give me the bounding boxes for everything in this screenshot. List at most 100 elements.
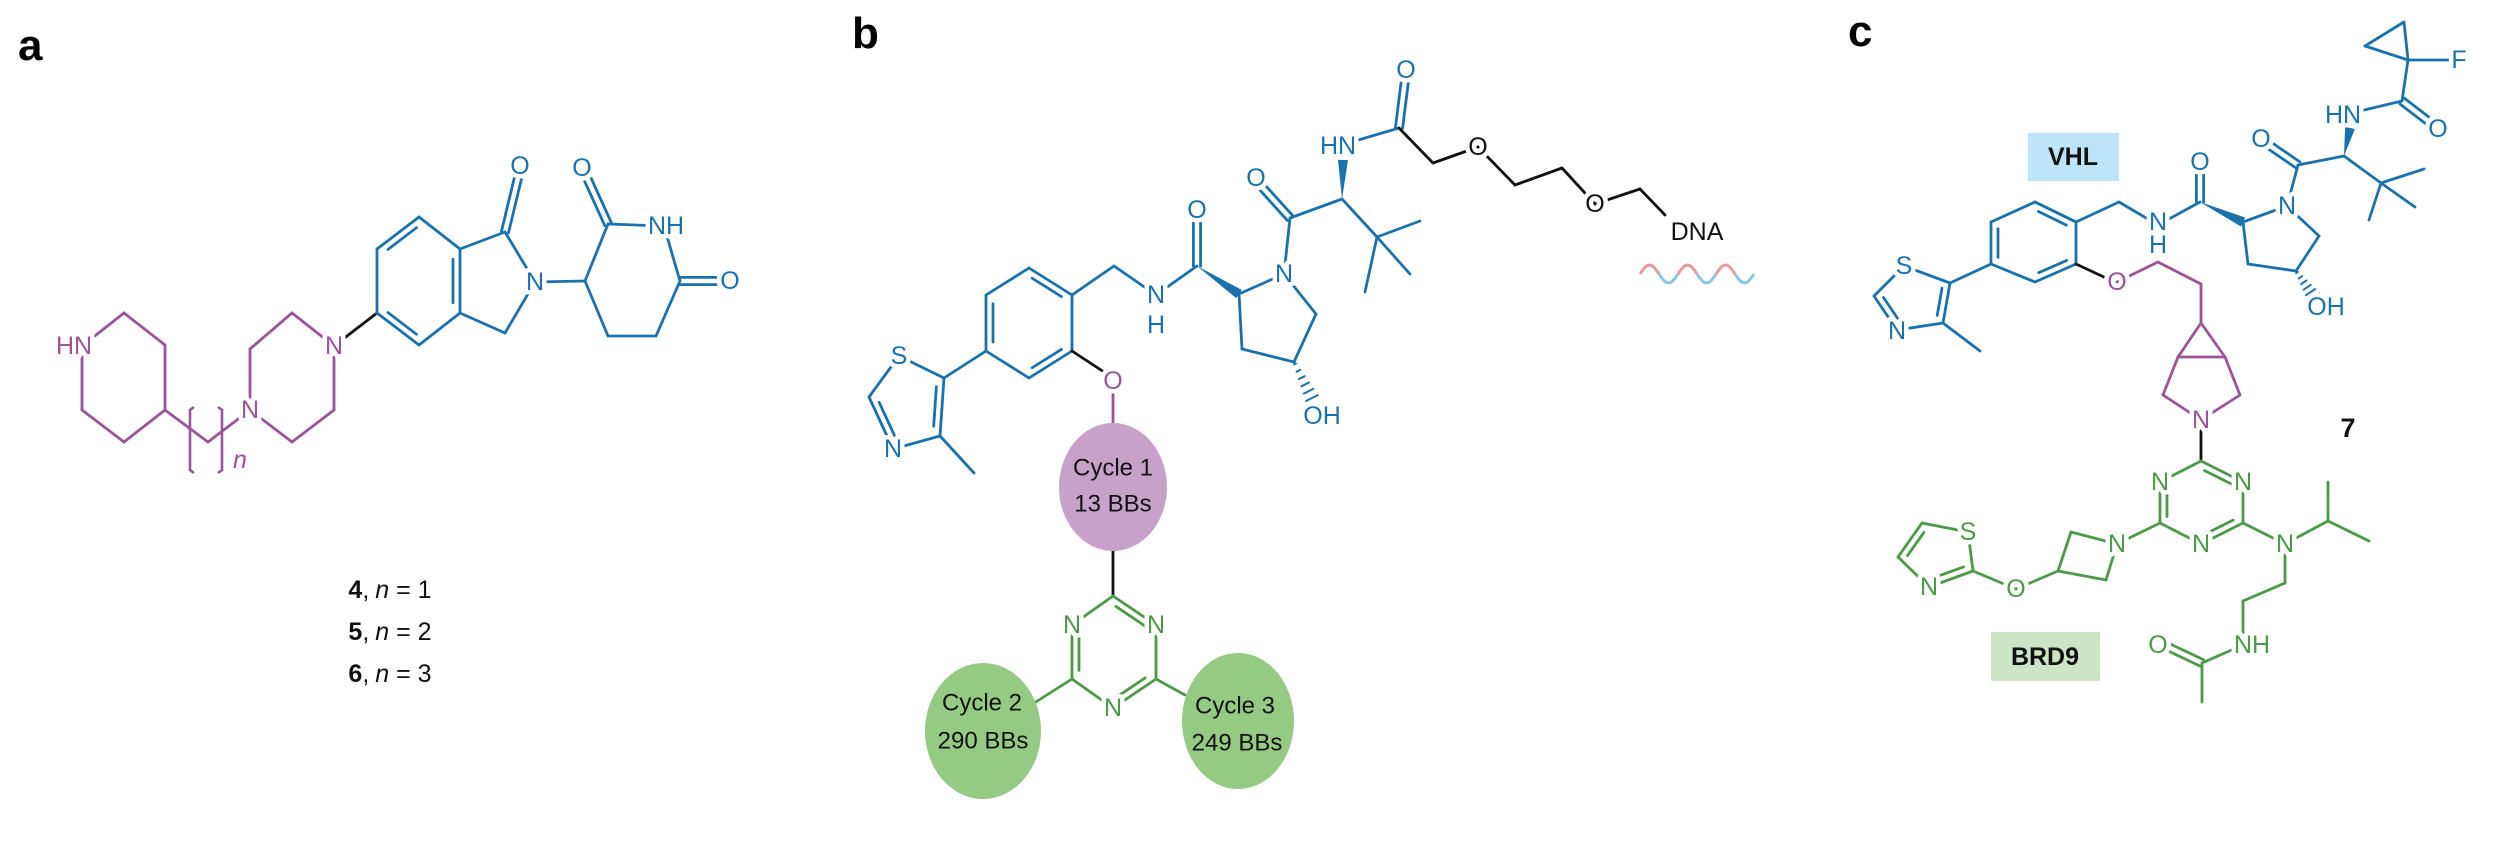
bond — [1154, 677, 1187, 697]
bond — [500, 175, 516, 233]
dna-strand-segment — [1638, 263, 1661, 275]
bond — [1638, 187, 1667, 217]
panel-c-atom-label: HN — [2325, 101, 2361, 129]
compound-number: 5 — [348, 618, 362, 646]
bond — [206, 408, 252, 444]
bond — [122, 311, 167, 347]
compound-list: 4,n = 1 5,n = 2 6,n = 3 — [348, 576, 431, 688]
separator: , — [362, 618, 369, 646]
panel-c-atom-label: N — [2276, 530, 2294, 558]
bond — [2117, 200, 2160, 227]
bond — [1397, 126, 1435, 165]
bond — [503, 280, 537, 335]
equals: = — [389, 660, 418, 688]
bond — [877, 400, 897, 440]
bond — [2156, 260, 2203, 286]
panel-c-atom-label: O — [2251, 125, 2270, 153]
bond — [1375, 235, 1412, 276]
panel-c-atom-label: N — [2278, 192, 2296, 220]
panel-b-atom-label: N — [1275, 260, 1293, 288]
bond — [375, 311, 421, 347]
cycle-2-name: Cycle 2 — [942, 690, 1022, 717]
panel-c-atom-label: O — [2428, 115, 2447, 143]
bond — [1941, 281, 1952, 325]
equals: = — [389, 576, 418, 604]
bond — [1030, 276, 1063, 299]
bond — [2199, 321, 2227, 359]
cycle-2-circle — [925, 663, 1041, 799]
panel-label-c: c — [1848, 7, 1872, 56]
cycle-1-name: Cycle 1 — [1073, 455, 1153, 482]
bond — [1872, 264, 1906, 298]
bond — [2302, 283, 2312, 291]
bond — [1513, 166, 1564, 187]
bond — [2158, 521, 2203, 546]
bond — [2176, 321, 2203, 359]
panel-a-atom-label: N — [241, 396, 259, 424]
bond — [2241, 220, 2250, 266]
panel-b-atom-label: O — [1396, 56, 1415, 84]
bond — [1282, 272, 1318, 316]
panel-c-atom-label: O — [2148, 631, 2167, 659]
dna-strand-segment — [1657, 273, 1680, 285]
bond — [80, 408, 126, 444]
bond — [2285, 204, 2321, 238]
bond — [2199, 393, 2242, 422]
panel-a-atom-label: O — [720, 267, 739, 295]
bond — [583, 279, 610, 338]
bond — [2156, 200, 2202, 227]
wedge-bond — [1338, 159, 1348, 199]
bond — [1394, 78, 1403, 129]
panel-label-a: a — [18, 21, 43, 70]
bond — [332, 311, 379, 348]
compound-7-label: 7 — [2340, 413, 2355, 443]
compound-5-label: 5,n = 2 — [348, 618, 431, 646]
bond — [1237, 292, 1244, 351]
cycle-3-name: Cycle 3 — [1195, 693, 1275, 720]
bond — [1989, 262, 2037, 284]
bond — [1989, 200, 2037, 224]
panel-a-atom-label: O — [572, 154, 591, 182]
panel-c-atom-label: N — [2192, 530, 2210, 558]
bond — [2241, 204, 2289, 224]
panel-c-atom-label: N — [2108, 530, 2126, 558]
bond — [1293, 362, 1297, 366]
bond — [2161, 646, 2202, 668]
bond — [1971, 569, 2018, 591]
vhl-tag: VHL — [2048, 143, 2098, 171]
bond — [2300, 279, 2308, 286]
value: 3 — [418, 660, 432, 688]
panel-a-atom-label: O — [510, 152, 529, 180]
bond — [938, 434, 976, 475]
bond — [1941, 321, 1982, 353]
panel-b-atom-label: O — [1103, 367, 1122, 395]
bond — [583, 222, 610, 283]
bond — [1593, 187, 1642, 206]
vhl-tag-box — [2028, 133, 2119, 181]
bond — [1375, 219, 1422, 239]
panel-c-atom-label: NH — [2234, 631, 2270, 659]
bond — [375, 215, 421, 251]
panel-b-atom-label: HN — [1320, 132, 1356, 160]
bond — [417, 311, 462, 347]
bond — [1282, 216, 1292, 276]
bond — [122, 408, 167, 444]
wedge-bond — [2344, 126, 2355, 156]
bond — [1114, 605, 1147, 628]
bond — [932, 385, 938, 428]
cycle-1-count: 13 BBs — [1074, 491, 1151, 518]
bond — [507, 177, 523, 235]
bond — [2104, 542, 2119, 582]
bond — [1560, 166, 1597, 206]
wedge-bond — [2200, 202, 2246, 227]
bond — [1948, 262, 1993, 285]
wedge-bond — [1197, 266, 1242, 299]
bond — [1112, 264, 1158, 297]
compound-number: 4 — [348, 576, 362, 604]
bond — [1300, 381, 1311, 388]
bond — [1401, 79, 1410, 130]
bond — [290, 311, 336, 348]
bond — [2056, 569, 2108, 582]
